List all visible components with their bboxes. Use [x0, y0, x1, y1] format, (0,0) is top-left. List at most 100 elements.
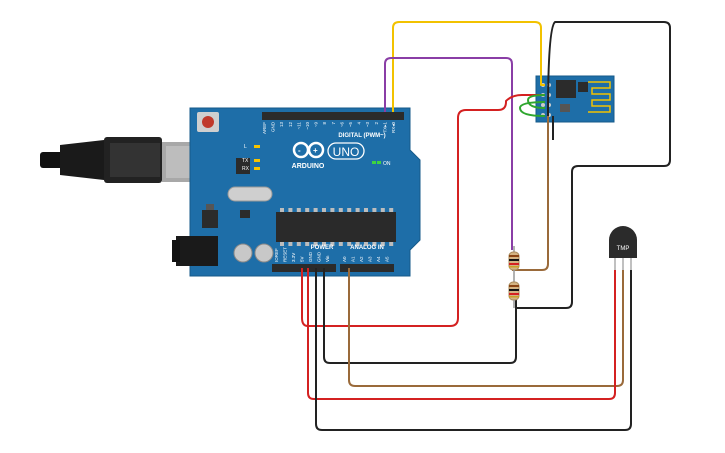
mcu-pin: [305, 208, 310, 212]
mcu-pin: [372, 242, 377, 246]
mcu-pin: [296, 208, 301, 212]
analog-pin-label-3: A3: [368, 256, 373, 262]
top-pin-label-5: ~10: [305, 122, 310, 130]
power-pin-label-4: GND: [308, 251, 313, 262]
mcu-pin: [330, 208, 335, 212]
resistor-2: [508, 281, 520, 308]
top-pin-label-3: 12: [288, 122, 293, 128]
mcu-pin: [330, 242, 335, 246]
mcu-pin: [364, 242, 368, 246]
resistor-1: [508, 246, 520, 282]
esp-chip: [556, 80, 576, 98]
green-wire-1: [527, 94, 546, 109]
crystal-oscillator: [227, 186, 273, 202]
analog-pin-label-4: A4: [376, 256, 381, 262]
brown-wire-sensor: [348, 268, 624, 387]
mcu-pin: [355, 242, 360, 246]
led-l-label: L: [244, 144, 247, 150]
top-pin-label-13: 2: [374, 122, 379, 125]
top-pin-label-6: ~9: [314, 122, 319, 128]
green-wire-2: [519, 101, 546, 117]
arduino-logo: - +: [292, 141, 325, 159]
mcu-pin: [296, 242, 301, 246]
black-wire-sensor: [315, 268, 632, 431]
mcu-pin: [305, 242, 310, 246]
digital-header: [262, 112, 404, 120]
red-wire-sensor: [307, 268, 616, 400]
black-wire-esp: [516, 21, 671, 309]
top-pin-label-15: RX◂0: [391, 122, 396, 134]
top-pin-label-7: 8: [322, 122, 327, 125]
mcu-pin: [347, 242, 352, 246]
mcu-pin: [280, 242, 284, 246]
top-pin-label-8: 7: [331, 122, 336, 125]
mcu-pin: [347, 208, 352, 212]
brown-wire-esp: [512, 116, 549, 271]
top-pin-label-0: AREF: [262, 122, 267, 134]
analog-pin-label-2: A2: [359, 256, 364, 262]
power-header: [272, 264, 336, 272]
model-label: UNO: [333, 145, 360, 159]
mcu-pin: [313, 242, 318, 246]
mcu-pin: [364, 208, 368, 212]
top-pin-label-11: 4: [357, 122, 362, 125]
mcu-pin: [288, 208, 293, 212]
mcu-pin: [389, 242, 394, 246]
analog-pin-label-1: A1: [351, 256, 356, 262]
reset-button-cap[interactable]: [202, 116, 214, 128]
mcu-pin: [313, 208, 318, 212]
power-header-label: POWER: [311, 245, 334, 251]
top-pin-label-4: ~11: [296, 122, 301, 130]
mcu-pin: [380, 208, 385, 212]
power-jack: [176, 236, 218, 266]
power-pin-label-6: Vin: [325, 255, 330, 262]
mcu-pin: [322, 242, 326, 246]
black-wire-gnd: [323, 268, 517, 364]
atmega-chip: [276, 212, 396, 242]
on-label: ON: [383, 161, 391, 167]
capacitor-2: [254, 243, 274, 263]
sensor-label: TMP: [617, 246, 630, 252]
model-badge: [327, 142, 365, 160]
analog-header: [340, 264, 394, 272]
digital-header-label: DIGITAL (PWM~): [338, 133, 385, 139]
purple-wire: [384, 57, 513, 250]
analog-pin-label-5: A5: [385, 256, 390, 262]
capacitor-1: [233, 243, 253, 263]
mcu-pin: [338, 208, 343, 212]
power-pin-label-1: RESET: [283, 247, 288, 262]
mcu-pin: [338, 242, 343, 246]
power-pin-label-0: IOREF: [274, 248, 279, 262]
temperature-sensor: TMP: [609, 226, 637, 276]
top-pin-label-10: ~5: [348, 122, 353, 128]
analog-header-label: ANALOG IN: [350, 245, 384, 251]
power-pin-label-3: 5V: [300, 256, 305, 262]
usb-cable: [40, 137, 196, 183]
top-pin-label-12: ~3: [365, 122, 370, 128]
top-pin-label-14: TX▸1: [382, 122, 387, 133]
usb-chip: [236, 158, 250, 174]
mcu-pin: [355, 208, 360, 212]
power-pin-label-5: GND: [317, 251, 322, 262]
power-pin-label-2: 3.3V: [291, 253, 296, 262]
analog-pin-label-0: A0: [342, 256, 347, 262]
esp-antenna: [588, 81, 611, 113]
regulator: [202, 210, 218, 228]
svg-text:-: -: [298, 146, 301, 155]
rx-label: RX: [242, 166, 250, 172]
mcu-pin: [288, 242, 293, 246]
mcu-pin: [389, 208, 394, 212]
top-pin-label-1: GND: [271, 121, 276, 132]
mcu-pin: [372, 208, 377, 212]
mcu-pin: [280, 208, 284, 212]
mcu-pin: [322, 208, 326, 212]
top-pin-label-2: 13: [279, 122, 284, 128]
svg-text:+: +: [313, 146, 318, 155]
top-pin-label-9: ~6: [339, 122, 344, 128]
yellow-wire: [392, 21, 545, 112]
tx-label: TX: [242, 158, 249, 164]
mcu-pin: [380, 242, 385, 246]
brand-label: ARDUINO: [292, 163, 325, 170]
